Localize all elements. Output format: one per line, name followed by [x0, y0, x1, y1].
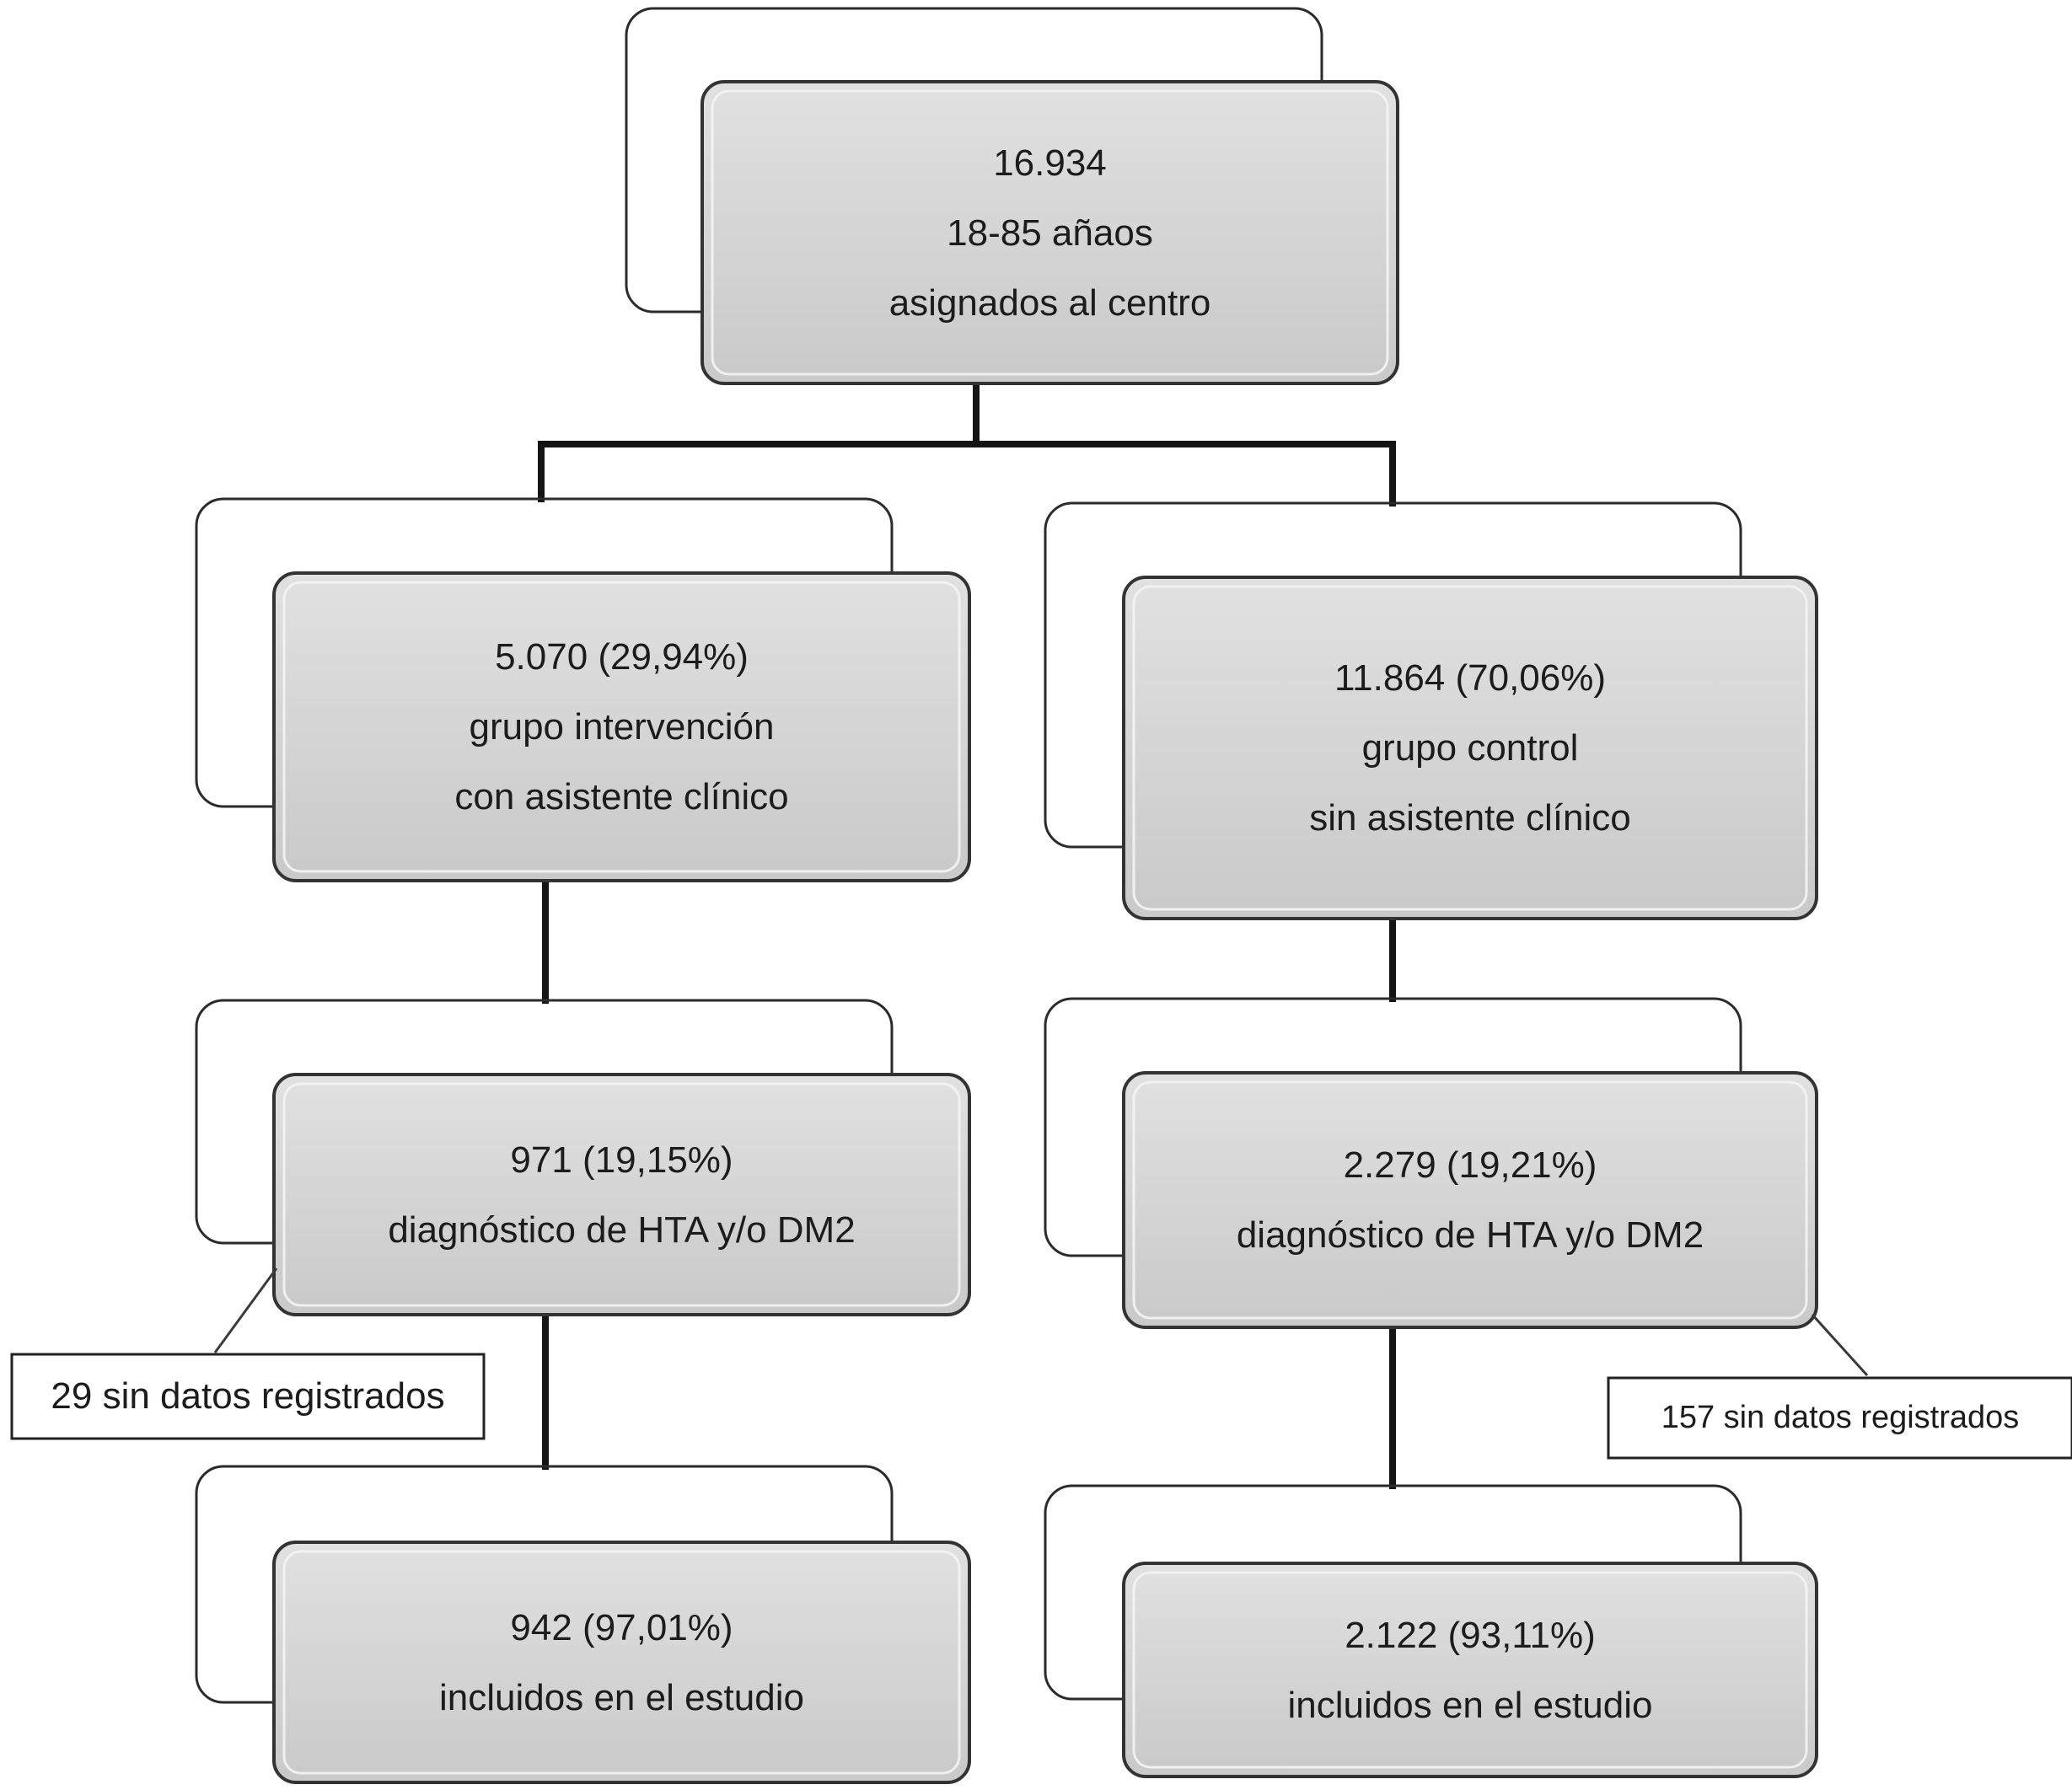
node-top: 16.934 18-85 añaos asignados al centro: [702, 82, 1398, 383]
connectors: [538, 380, 1396, 1489]
highlight-control-included: [1132, 1571, 1808, 1769]
node-control-group: grupo control: [1361, 727, 1579, 769]
node-intervention-dx-description: diagnóstico de HTA y/o DM2: [388, 1209, 856, 1251]
node-intervention-dx: 971 (19,15%) diagnóstico de HTA y/o DM2: [274, 1075, 969, 1315]
node-control-included-description: incluidos en el estudio: [1287, 1684, 1653, 1726]
node-intervention-description: con asistente clínico: [454, 776, 789, 817]
exclusion-box-intervention: [10, 1353, 486, 1440]
node-highlights: [282, 89, 1808, 1775]
highlight-intervention: [282, 581, 961, 873]
node-control-count: 11.864 (70,06%): [1334, 657, 1607, 699]
node-control: 11.864 (70,06%) grupo control sin asiste…: [1124, 577, 1817, 919]
node-control-included-count: 2.122 (93,11%): [1345, 1614, 1596, 1656]
node-box-intervention: [272, 571, 971, 882]
highlight-intervention-included: [282, 1550, 961, 1775]
node-intervention-count: 5.070 (29,94%): [495, 636, 749, 678]
node-control-included: 2.122 (93,11%) incluidos en el estudio: [1124, 1563, 1817, 1777]
node-boxes: [272, 80, 1818, 1784]
node-box-intervention-dx: [272, 1073, 971, 1316]
exclusion-control: 157 sin datos registrados: [1661, 1400, 2020, 1435]
node-intervention-dx-count: 971 (19,15%): [510, 1139, 733, 1181]
exclusion-boxes: [10, 1353, 2072, 1460]
node-box-top: [701, 80, 1399, 385]
node-control-description: sin asistente clínico: [1309, 797, 1631, 839]
node-top-description: asignados al centro: [888, 281, 1211, 324]
node-top-age-range: 18-85 añaos: [947, 212, 1153, 254]
node-control-dx-description: diagnóstico de HTA y/o DM2: [1236, 1214, 1704, 1256]
highlight-control: [1132, 585, 1808, 911]
highlight-intervention-dx: [282, 1082, 961, 1307]
node-intervention: 5.070 (29,94%) grupo intervención con as…: [274, 573, 969, 881]
node-intervention-group: grupo intervención: [469, 706, 775, 748]
exclusion-pointers: [213, 1267, 1869, 1377]
exclusion-intervention: 29 sin datos registrados: [51, 1375, 445, 1417]
exclusion-box-control: [1607, 1376, 2072, 1460]
pointer-intervention-exclusion: [213, 1267, 278, 1353]
node-box-control-included: [1122, 1562, 1818, 1778]
node-control-dx-count: 2.279 (19,21%): [1343, 1144, 1597, 1186]
node-box-control-dx: [1122, 1071, 1818, 1329]
pointer-control-exclusion: [1811, 1313, 1869, 1377]
node-intervention-included-description: incluidos en el estudio: [439, 1676, 804, 1718]
node-control-dx: 2.279 (19,21%) diagnóstico de HTA y/o DM…: [1124, 1073, 1817, 1327]
highlight-top: [711, 89, 1389, 376]
highlight-control-dx: [1132, 1080, 1808, 1320]
node-top-count: 16.934: [993, 142, 1107, 184]
node-box-control: [1122, 576, 1818, 920]
node-intervention-included: 942 (97,01%) incluidos en el estudio: [274, 1542, 969, 1782]
node-intervention-included-count: 942 (97,01%): [510, 1606, 733, 1648]
node-box-intervention-included: [272, 1541, 971, 1784]
